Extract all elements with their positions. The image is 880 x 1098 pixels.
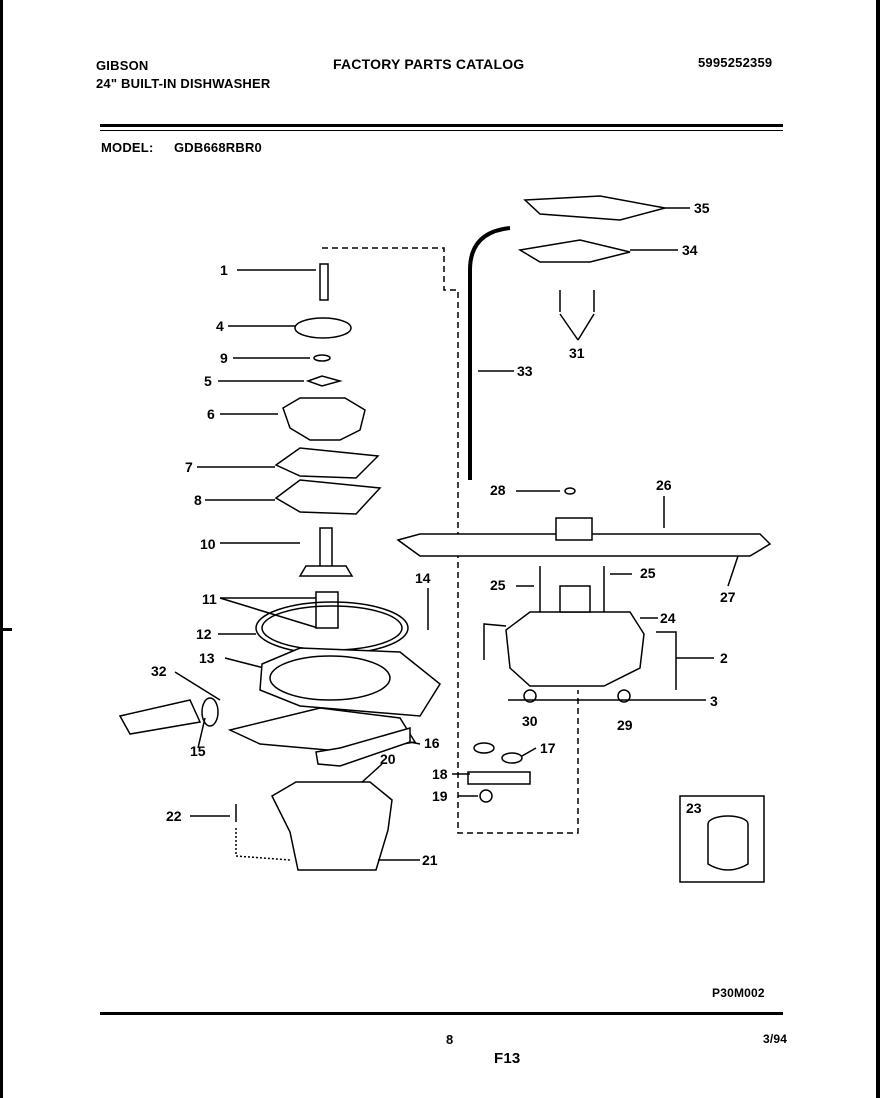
lower-spray-arm-part (396, 533, 772, 557)
label-part-6: 6 (207, 406, 215, 422)
washer-17a (473, 742, 495, 754)
header-rule (100, 124, 783, 127)
product-name: 24" BUILT-IN DISHWASHER (96, 76, 271, 91)
label-part-31: 31 (569, 345, 585, 361)
bracket-wire-left (483, 623, 507, 660)
header-rule-thin (100, 130, 783, 131)
page-number: 8 (446, 1032, 454, 1047)
screw-part (319, 263, 329, 301)
label-part-19: 19 (432, 788, 448, 804)
label-part-16: 16 (424, 735, 440, 751)
washer-17b (501, 752, 523, 764)
plate-part (274, 447, 380, 479)
clamp-part (201, 697, 219, 727)
label-part-8: 8 (194, 492, 202, 508)
cap-part (294, 317, 352, 339)
brand-name: GIBSON (96, 58, 149, 73)
nut-19 (479, 789, 493, 803)
grommet-30 (523, 689, 537, 703)
label-part-13: 13 (199, 650, 215, 666)
label-part-29: 29 (617, 717, 633, 733)
label-part-26: 26 (656, 477, 672, 493)
catalog-date: 3/94 (763, 1032, 788, 1046)
label-part-9: 9 (220, 350, 228, 366)
assembly-dashed-outline (322, 247, 579, 834)
part-23-inset-box (679, 795, 765, 883)
base-part (259, 647, 441, 717)
catalog-title: FACTORY PARTS CATALOG (333, 56, 525, 72)
impeller-housing-part (282, 397, 366, 441)
pump-part (505, 611, 645, 687)
label-part-30: 30 (522, 713, 538, 729)
scan-edge-right (876, 0, 880, 1098)
leader-15 (197, 717, 206, 749)
footer-rule (100, 1012, 783, 1015)
model-value: GDB668RBR0 (174, 140, 262, 155)
grommet-29 (617, 689, 631, 703)
leader-17 (521, 747, 537, 757)
leader-31b (577, 313, 595, 341)
filter-cup-part (707, 824, 749, 871)
label-part-22: 22 (166, 808, 182, 824)
label-part-33: 33 (517, 363, 533, 379)
scan-tick-mark (0, 628, 12, 631)
gasket-part (274, 479, 382, 515)
bracket-part (315, 727, 411, 767)
label-part-12: 12 (196, 626, 212, 642)
supply-tube-part (468, 226, 511, 480)
seal-part (315, 591, 339, 629)
label-part-7: 7 (185, 459, 193, 475)
figure-id: F13 (494, 1050, 521, 1067)
figure-code: P30M002 (712, 986, 765, 1000)
label-part-24: 24 (660, 610, 676, 626)
leader-32 (174, 671, 221, 701)
label-part-35: 35 (694, 200, 710, 216)
washer-part (313, 354, 331, 362)
label-part-2: 2 (720, 650, 728, 666)
label-part-4: 4 (216, 318, 224, 334)
motor-part (271, 781, 393, 871)
bracket-wire-right (656, 631, 677, 690)
label-part-10: 10 (200, 536, 216, 552)
label-part-21: 21 (422, 852, 438, 868)
label-part-3: 3 (710, 693, 718, 709)
spray-arm-mount-part (517, 239, 631, 263)
plate-18 (467, 771, 531, 785)
label-part-1: 1 (220, 262, 228, 278)
upper-spray-arm-part (523, 195, 666, 221)
model-label: MODEL: (101, 140, 154, 155)
label-part-18: 18 (432, 766, 448, 782)
label-part-32: 32 (151, 663, 167, 679)
label-part-28: 28 (490, 482, 506, 498)
label-part-11: 11 (202, 591, 217, 607)
label-part-27: 27 (720, 589, 736, 605)
shaft-part (319, 527, 333, 569)
leader-13 (224, 657, 265, 669)
catalog-number: 5995252359 (698, 55, 773, 70)
label-part-17: 17 (540, 740, 556, 756)
label-part-23: 23 (686, 800, 702, 816)
scan-edge-left (0, 0, 3, 1098)
label-part-15: 15 (190, 743, 206, 759)
leader-31a (559, 313, 579, 341)
label-part-5: 5 (204, 373, 212, 389)
chopper-part (305, 375, 343, 387)
label-part-14: 14 (415, 570, 431, 586)
label-part-25-left: 25 (490, 577, 506, 593)
label-part-20: 20 (380, 751, 396, 767)
leader-20 (359, 763, 383, 785)
drain-hose-part (118, 699, 202, 735)
label-part-34: 34 (682, 242, 698, 258)
label-part-25-right: 25 (640, 565, 656, 581)
leader-27 (727, 555, 739, 587)
